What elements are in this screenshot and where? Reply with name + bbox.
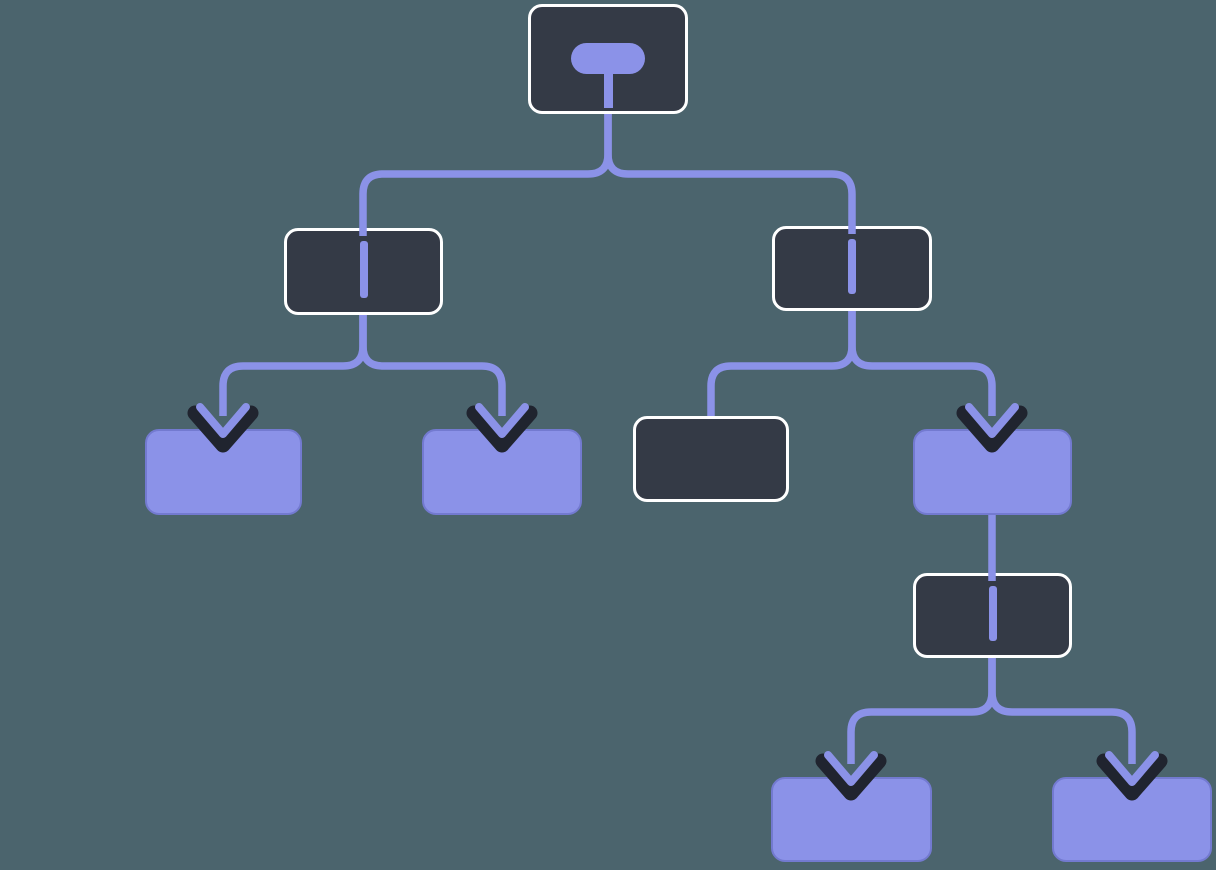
node-branch-left[interactable]	[284, 228, 443, 315]
node-leaf-3[interactable]	[633, 416, 789, 502]
node-root[interactable]	[528, 4, 688, 114]
node-mid-purple[interactable]	[913, 429, 1072, 515]
node-leaf-2[interactable]	[422, 429, 582, 515]
vertical-line-icon	[848, 239, 856, 294]
node-leaf-4[interactable]	[771, 777, 932, 862]
vertical-line-icon	[359, 241, 368, 298]
pill-icon	[571, 43, 645, 74]
node-branch-right[interactable]	[772, 226, 932, 311]
vertical-line-icon	[988, 586, 997, 641]
node-branch-bottom[interactable]	[913, 573, 1072, 658]
pill-stem-icon	[603, 71, 613, 108]
node-leaf-5[interactable]	[1052, 777, 1212, 862]
node-leaf-1[interactable]	[145, 429, 302, 515]
